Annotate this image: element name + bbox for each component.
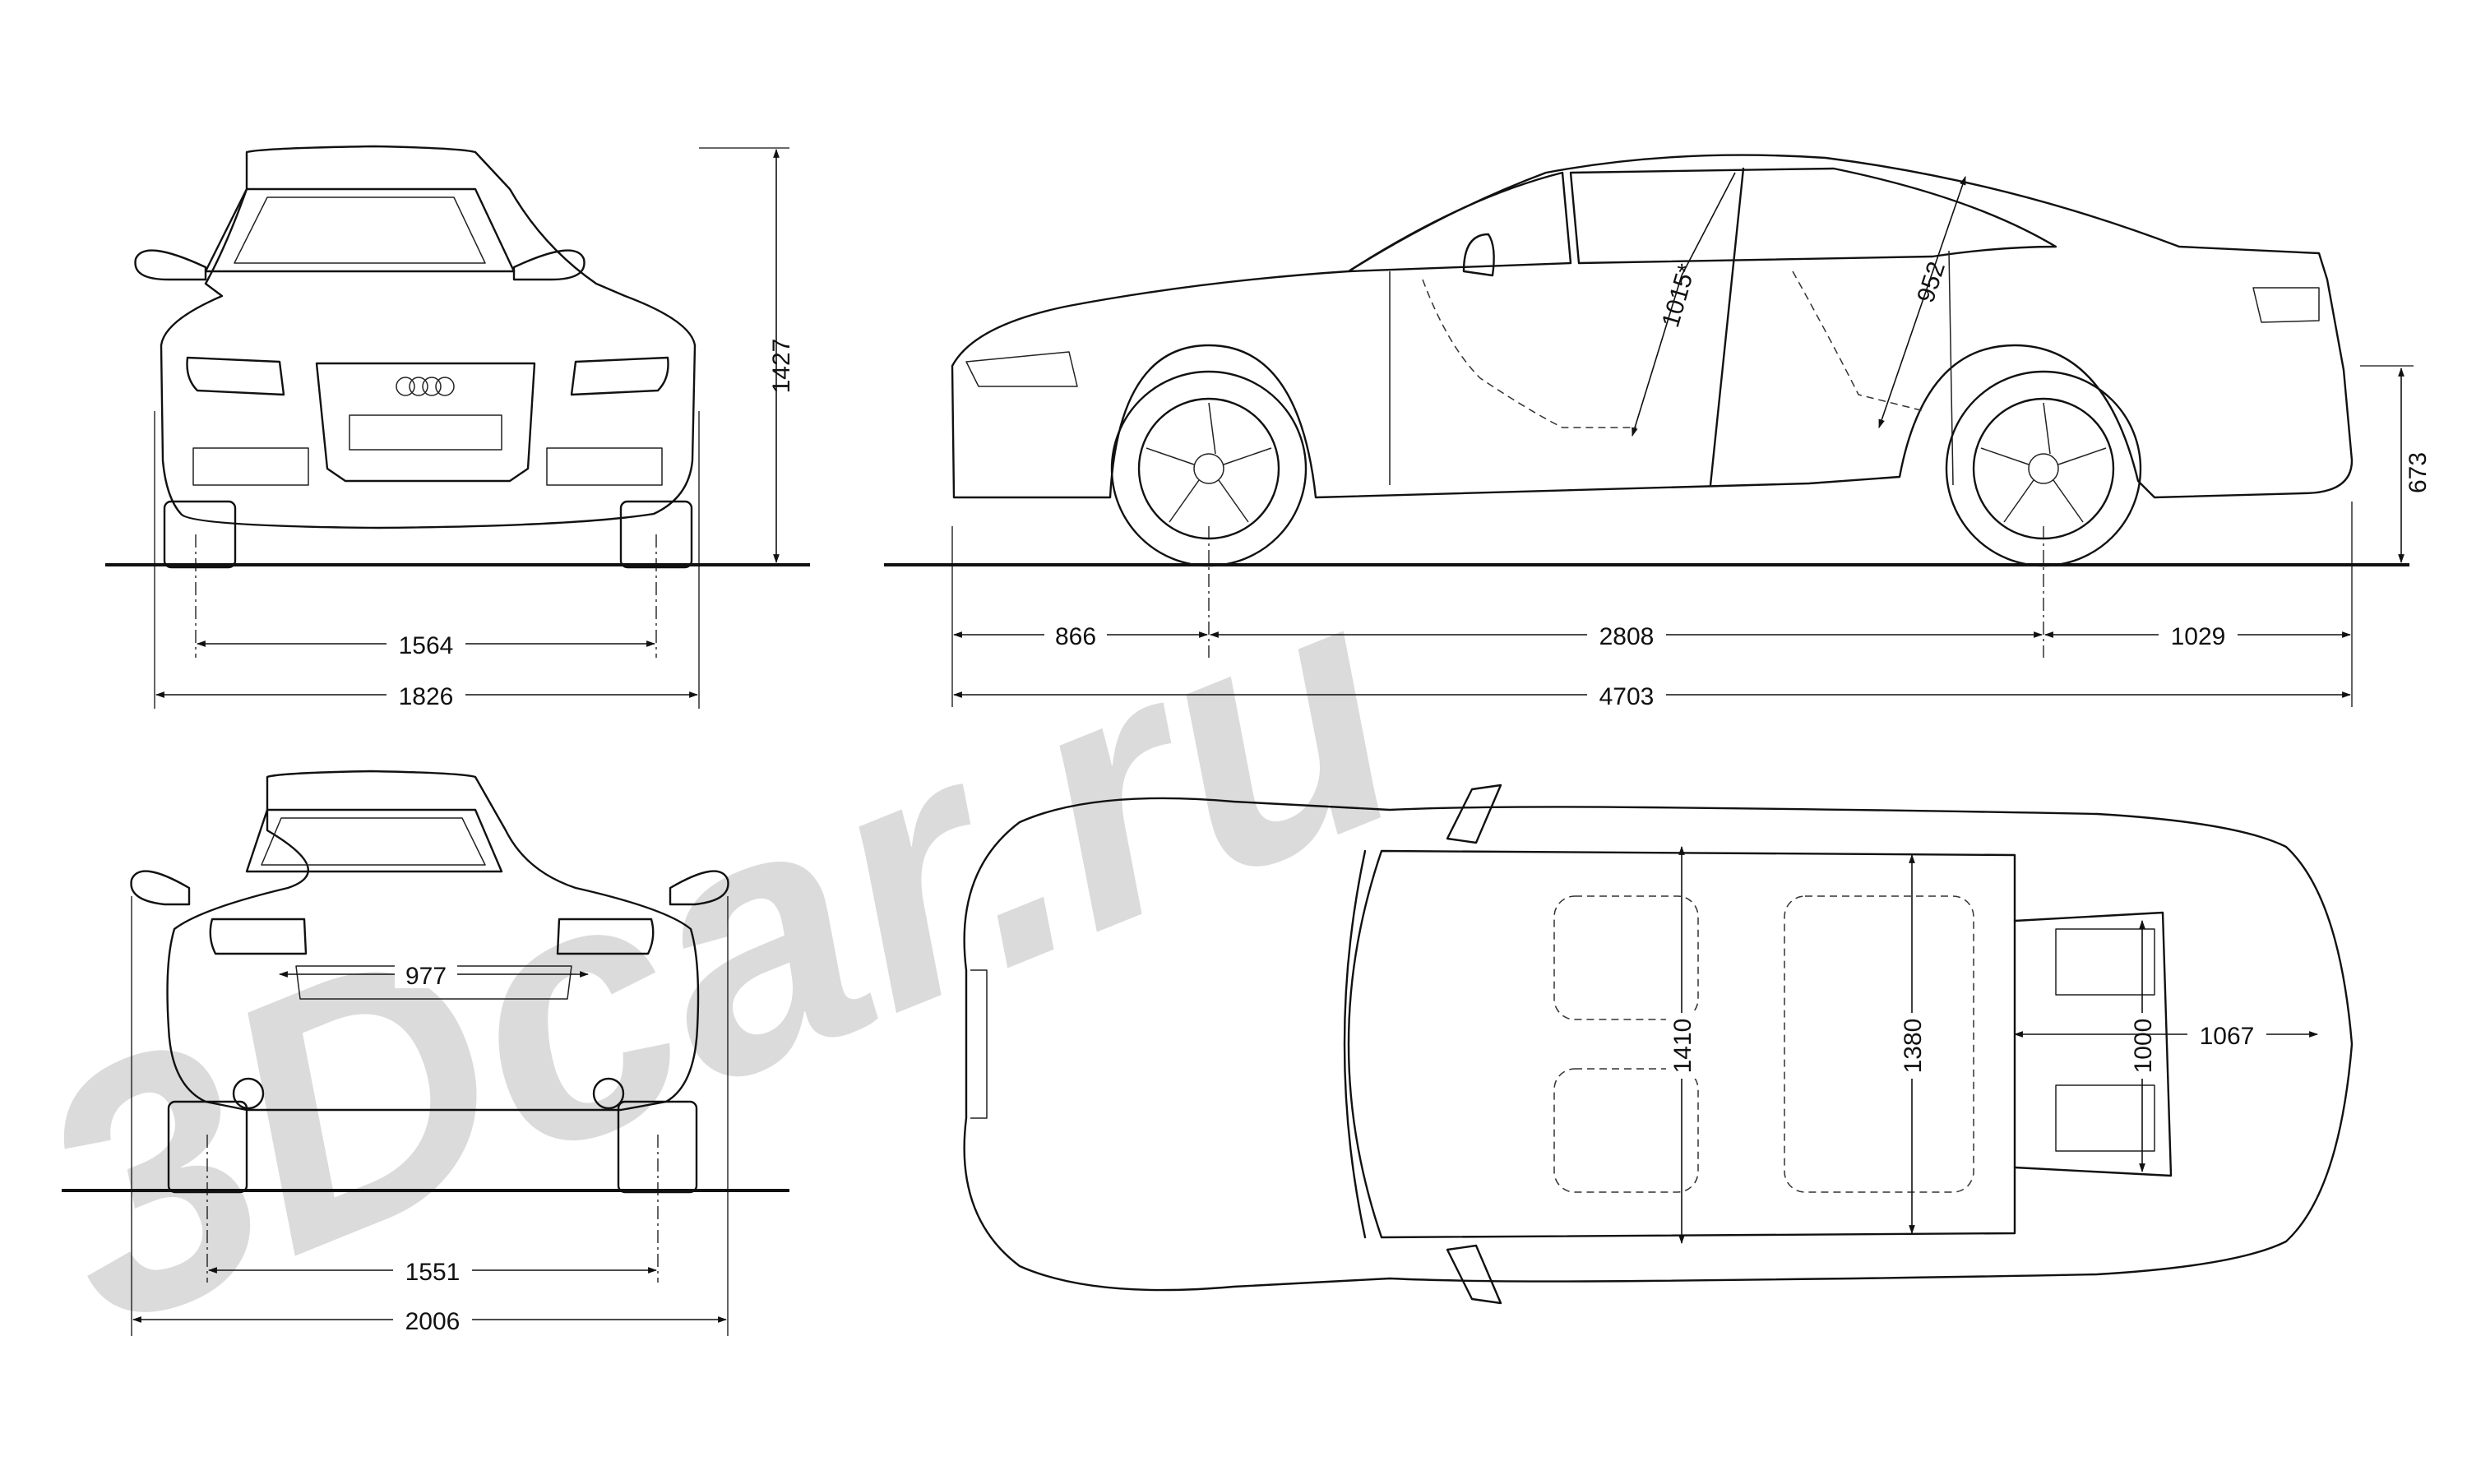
side-rear-overhang-bg [2159,619,2238,649]
top-rear-shoulder-bg [1896,1013,1928,1079]
side-length-label: 4703 [1599,683,1655,710]
rear-track-bg [393,1255,472,1284]
top-trunk-depth-bg [2187,1019,2266,1048]
side-taillight [2252,287,2320,323]
front-left-fog-light [192,447,309,486]
side-bumper-height-label: 673 [2405,452,2432,493]
top-right-mirror [1446,1244,1502,1305]
front-left-headlight [186,356,285,396]
front-windshield-inner [234,196,486,264]
rear-right-mirror [669,870,729,906]
top-trunk-opening [2013,911,2173,1177]
rear-trunk-lid [295,965,572,1000]
side-headlight [965,351,1078,387]
front-width-label-bg [386,679,465,709]
side-windows [1569,167,2057,265]
four-rings-logo [396,377,455,396]
side-front-overhang-bg [1044,619,1107,649]
side-windshield [1347,171,1572,273]
top-trunk-panel-lower [2055,1084,2155,1152]
side-wheelbase-label: 2808 [1599,623,1655,650]
rear-view: 977 1551 2006 [62,770,789,1336]
top-windshield [1343,849,1367,1239]
top-front-seat-left [1553,895,1699,1020]
top-front-shoulder-bg [1666,1013,1697,1079]
front-track-label: 1564 [399,632,454,659]
front-license-plate [349,414,502,451]
front-width-label: 1826 [399,683,454,710]
top-body-outline [963,797,2354,1292]
front-right-headlight [570,356,669,396]
top-rear-bench [1784,895,1974,1193]
front-height-label: 1427 [768,339,795,394]
top-left-mirror [1446,784,1502,844]
front-right-fog-light [546,447,663,486]
top-front-seat-right [1553,1068,1699,1193]
side-front-overhang-label: 866 [1055,623,1096,650]
side-rear-overhang-label: 1029 [2171,623,2226,650]
top-front-bumper-rings [970,969,988,1119]
rear-width-bg [393,1304,472,1334]
side-front-headroom-label: 1015* [1657,261,1701,331]
rear-trunk-opening-label: 977 [405,963,447,990]
side-b-pillar [1709,167,1745,487]
top-rear-shoulder-label: 1380 [1900,1019,1927,1074]
top-trunk-width-bg [2127,1013,2158,1079]
front-left-tire [163,500,237,569]
side-front-headroom-line [1632,275,1682,437]
front-view: 1427 1564 1826 [105,145,810,710]
side-body-outline [951,154,2354,499]
side-front-headroom-line-top [1681,172,1736,276]
side-rear-headroom-line [1878,175,1966,429]
rear-body-outline [166,770,700,1112]
top-view: 1410 1380 1000 1067 [963,784,2354,1305]
rear-left-mirror [130,870,191,906]
side-view: 1015* 952 673 866 2808 1029 4703 [884,154,2432,710]
front-grille [315,362,536,483]
side-mirror [1462,233,1495,277]
side-rear-seat-outline [1792,270,1925,412]
front-body-outline [160,145,697,529]
rear-track-label: 1551 [405,1259,461,1286]
rear-width-label: 2006 [405,1308,461,1335]
rear-window-inner [261,817,486,866]
rear-left-taillight [209,918,308,955]
top-trunk-panel-upper [2055,928,2155,996]
rear-trunk-opening-bg [395,959,457,988]
front-right-mirror [512,249,586,281]
top-front-shoulder-label: 1410 [1669,1019,1696,1074]
front-left-mirror [134,249,207,281]
rear-right-exhaust [592,1077,625,1110]
front-track-label-bg [386,628,465,658]
rear-right-taillight [556,918,655,955]
top-cabin-outline [1347,849,2016,1239]
top-trunk-depth-label: 1067 [2200,1023,2255,1050]
front-windshield [204,187,516,273]
side-front-seat-outline [1422,279,1636,428]
rear-window [245,808,503,873]
rear-left-exhaust [232,1077,265,1110]
top-trunk-width-label: 1000 [2130,1019,2157,1074]
side-rear-headroom-label: 952 [1912,258,1951,306]
side-wheelbase-bg [1587,619,1666,649]
side-length-bg [1587,679,1666,709]
